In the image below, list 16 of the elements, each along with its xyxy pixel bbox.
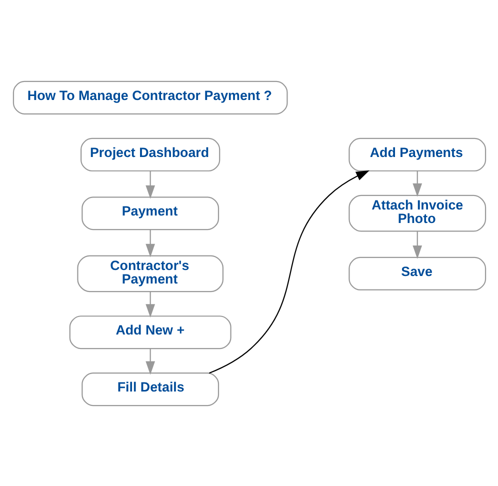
node-box: Attach Invoice Photo xyxy=(348,194,486,232)
arrow xyxy=(412,170,422,196)
node-box: Add New + xyxy=(68,315,231,349)
node-box: Add Payments xyxy=(348,137,486,171)
node-box: Save xyxy=(348,256,486,290)
arrow xyxy=(412,230,422,258)
node-box: How To Manage Contractor Payment ? xyxy=(12,80,288,114)
node-box: Contractor's Payment xyxy=(76,254,224,292)
arrow xyxy=(145,229,155,257)
arrow xyxy=(208,170,370,374)
node-box: Fill Details xyxy=(81,372,219,406)
node-box: Payment xyxy=(81,196,219,230)
node-box: Project Dashboard xyxy=(80,137,220,171)
arrow xyxy=(145,170,155,198)
arrow xyxy=(145,348,155,374)
arrow xyxy=(145,291,155,318)
